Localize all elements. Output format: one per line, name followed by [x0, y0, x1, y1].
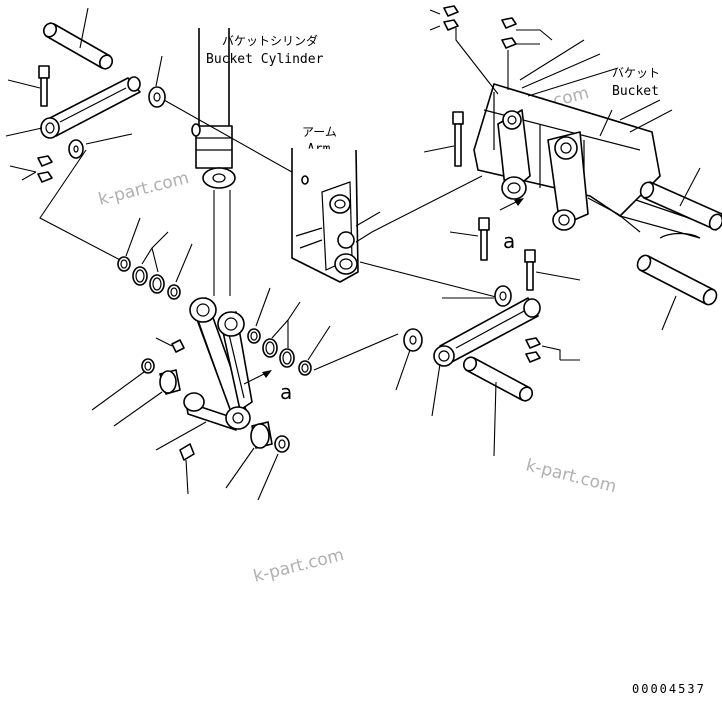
leader-arm-right	[355, 175, 483, 243]
leader-washer-center	[395, 349, 411, 391]
bucket-hatching	[519, 39, 619, 97]
bucket-cylinder-label: Bucket Cylinder	[206, 52, 324, 67]
link-rod-left	[40, 76, 141, 139]
bucket	[473, 83, 713, 239]
washer-left	[68, 139, 84, 159]
reference-a-right: a	[503, 229, 515, 253]
leader-link-rod-left	[5, 127, 43, 137]
leader-bushing-left-lower	[113, 391, 163, 427]
leader-pin-top-left	[79, 7, 89, 49]
leader-nuts-right-lower	[541, 345, 580, 361]
leader-washer-to-arm	[163, 99, 307, 181]
watermark-1: k-part.com	[96, 168, 191, 210]
leader-grease-lower	[185, 459, 189, 495]
leader-pin-bucket-right	[661, 295, 677, 331]
washer-right	[494, 285, 512, 307]
leader-link-rod-right	[431, 363, 441, 417]
leader-bushing-lower	[225, 447, 255, 489]
leader-nuts-left	[9, 165, 37, 181]
link-assembly	[183, 297, 253, 431]
reference-a-left: a	[280, 380, 292, 404]
bucket-label-jp: バケット	[612, 66, 660, 80]
leader-nuts-top-right	[516, 29, 553, 45]
seal-ring-1	[117, 256, 131, 272]
pin-top-left	[42, 22, 114, 70]
pin-lower-right	[462, 356, 534, 402]
leader-bushings-right	[271, 301, 301, 348]
leader-arm-to-washer-right	[359, 261, 501, 299]
leader-seal-right-b	[307, 325, 331, 361]
nuts-top-right	[501, 17, 517, 49]
leader-seal-1	[125, 217, 141, 257]
watermark-4: k-part.com	[251, 545, 346, 587]
bolt-center	[452, 111, 464, 167]
bushing-right-b	[279, 348, 295, 368]
bucket-cylinder-label-jp: バケットシリンダ	[222, 33, 318, 48]
bushing-1	[132, 266, 148, 286]
arm	[291, 148, 359, 283]
drawing-number: 00004537	[632, 682, 706, 696]
leader-bolt-right	[535, 271, 581, 281]
bolt-left	[38, 65, 50, 107]
bushing-lower	[250, 421, 273, 449]
bushing-2	[149, 274, 165, 294]
leader-seal-2	[175, 243, 193, 283]
link-rod-right	[433, 297, 541, 367]
washer-cylinder	[148, 86, 166, 108]
bucket-lip	[659, 232, 701, 239]
watermark-3: k-part.com	[524, 455, 619, 497]
bucket-label: Bucket	[612, 84, 659, 99]
leader-seal-lower	[257, 453, 279, 501]
leader-bolt-center	[423, 145, 455, 153]
leader-nuts-to-bucket	[455, 28, 499, 95]
bolt-right	[524, 249, 536, 291]
nuts-right-lower	[525, 337, 541, 363]
leader-pin-lower-right	[493, 381, 497, 457]
leader-washer-left	[85, 133, 133, 145]
seal-ring-right-b	[298, 360, 312, 376]
leader-link-lower	[155, 421, 207, 451]
bushing-right-a	[262, 338, 278, 358]
pin-bucket-right	[636, 254, 718, 306]
leader-seal-right-a	[255, 287, 271, 327]
leader-pin-upper-right	[679, 167, 701, 207]
pin-upper-right	[639, 181, 722, 231]
arm-label-jp: アーム	[302, 125, 337, 139]
bucket-hatching-2	[619, 99, 673, 133]
leader-bushings	[141, 231, 169, 273]
bucket-cylinder	[191, 28, 236, 189]
leader-washer-to-bushings	[39, 149, 125, 263]
nuts-left	[37, 155, 53, 183]
leader-bucket	[599, 109, 613, 137]
bolt-lower-center	[478, 217, 490, 261]
nuts-top-center	[443, 5, 459, 31]
seal-ring-2	[167, 284, 181, 300]
seal-ring-lower	[274, 435, 290, 453]
leader-to-washer-center	[313, 333, 399, 371]
bushing-left-lower	[159, 369, 181, 395]
washer-center	[403, 328, 423, 352]
grease-fitting-upper	[171, 339, 185, 353]
seal-ring-left-lower	[141, 358, 155, 374]
leader-bolt-lower-center	[449, 231, 479, 237]
seal-ring-right-a	[247, 328, 261, 344]
leader-grease-upper	[155, 337, 173, 347]
leader-bolt-left	[7, 79, 41, 89]
leader-seal-left-lower	[91, 371, 145, 411]
leader-nuts-top-center	[429, 9, 441, 31]
grease-fitting-lower	[179, 443, 195, 461]
leader-washer-cylinder	[155, 55, 163, 87]
